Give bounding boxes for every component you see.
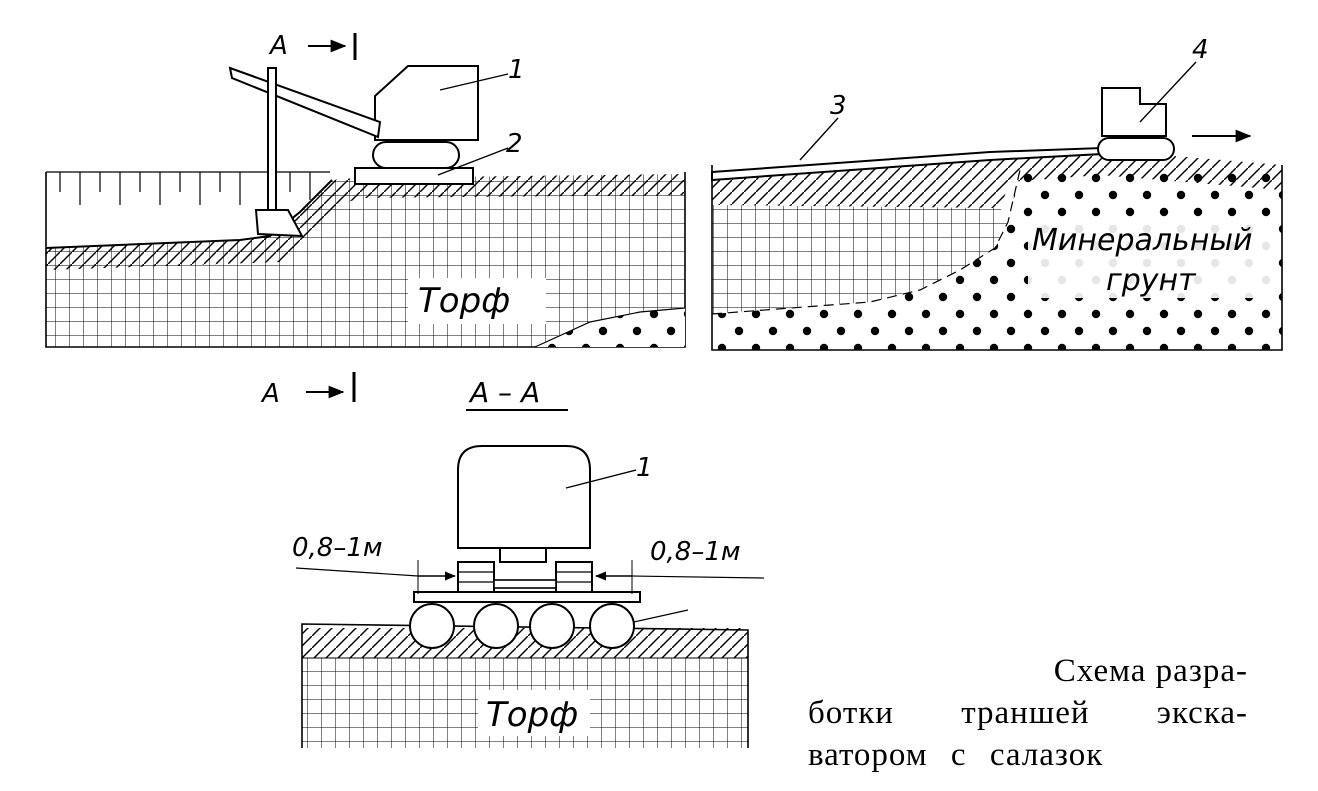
topsoil-band-section (302, 628, 748, 658)
excavator-boom (228, 66, 382, 139)
sledge (354, 167, 474, 185)
peat-label-left: Торф (418, 281, 510, 321)
tractor-tracks (1097, 137, 1175, 161)
mineral-soil-corner (535, 308, 685, 347)
section-title: А – А (468, 376, 540, 409)
tractor-body (1101, 87, 1167, 137)
caption-line-2: ботки траншей экска- (808, 695, 1248, 731)
topsoil-band-right (712, 150, 1282, 208)
callout-2: 2 (506, 129, 523, 159)
peat-label-section: Торф (486, 695, 578, 735)
roller-3 (529, 603, 575, 649)
section-view: А – А Торф 1 0,8–1м (292, 376, 765, 748)
sledge-platform (413, 591, 641, 603)
topsoil-band-left (46, 174, 685, 270)
mineral-soil (712, 165, 1282, 350)
track-right (555, 561, 593, 593)
roller-1 (409, 603, 455, 649)
caption-line-1: Схема разра- (1053, 653, 1248, 689)
dipper-stick (267, 67, 277, 219)
caption-line-3: ватором с салазок (808, 737, 1104, 773)
mineral-soil-label-line1: Минеральный (1032, 223, 1253, 258)
svg-text:А: А (260, 379, 280, 409)
svg-text:А: А (268, 31, 288, 61)
dimension-right: 0,8–1м (650, 537, 741, 567)
callout-1-section: 1 (636, 453, 653, 483)
roller-2 (473, 603, 519, 649)
section-marker-bottom: А (260, 372, 356, 409)
excavator-cab-section (457, 445, 591, 549)
roller-4 (589, 603, 635, 649)
water-ticks (46, 171, 330, 205)
callout-4: 4 (1192, 35, 1209, 65)
excavator-cab (374, 65, 479, 141)
track-left (457, 561, 495, 593)
figure-caption: Схема разра- ботки траншей экска- ваторо… (808, 650, 1248, 776)
callout-1-top: 1 (508, 55, 525, 85)
bucket (254, 209, 304, 238)
mineral-soil-label-line2: грунт (1106, 263, 1197, 298)
dimension-left: 0,8–1м (292, 533, 383, 563)
left-panel: Торф 1 2 (45, 55, 686, 348)
section-marker-top: А (268, 31, 357, 61)
excavator-tracks (372, 141, 460, 169)
callout-3: 3 (830, 91, 847, 121)
peat-layer-right (712, 205, 1008, 314)
right-panel: Минеральный грунт 3 4 (711, 35, 1283, 351)
